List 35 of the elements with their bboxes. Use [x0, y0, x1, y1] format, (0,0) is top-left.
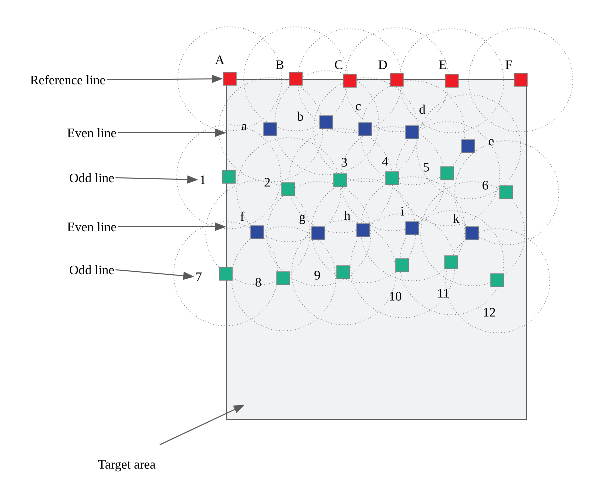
node-label: 12: [484, 308, 496, 317]
node-label: E: [439, 60, 446, 70]
line-label: Even line: [68, 128, 116, 138]
line-label: Odd line: [70, 265, 114, 275]
node-label: 9: [314, 271, 320, 280]
node-label: c: [356, 104, 361, 111]
node-label: 10: [390, 292, 402, 301]
node-label: g: [300, 214, 306, 224]
node-label: h: [344, 210, 351, 220]
node-label: e: [489, 139, 494, 146]
node-label: 8: [256, 278, 262, 287]
node-label: a: [242, 124, 248, 131]
line-label: Reference line: [30, 75, 106, 85]
target-area-box: [226, 80, 528, 420]
node-label: 5: [424, 163, 430, 172]
node-label: D: [378, 60, 388, 70]
node-label: 11: [438, 289, 449, 298]
node-label: b: [297, 112, 304, 122]
node-label: A: [215, 56, 225, 64]
node-label: 6: [482, 181, 488, 190]
line-label: Even line: [68, 222, 116, 232]
node-label: C: [335, 60, 343, 70]
node-label: B: [276, 60, 284, 70]
node-label: d: [420, 104, 426, 114]
node-label: k: [454, 214, 460, 223]
node-label: 3: [342, 158, 348, 167]
node-label: F: [506, 60, 512, 70]
node-label: f: [240, 212, 245, 222]
line-label: Odd line: [70, 173, 114, 183]
node-label: 1: [200, 176, 206, 184]
node-label: 2: [264, 178, 270, 187]
area-label: Target area: [98, 460, 156, 472]
node-label: 4: [382, 157, 389, 166]
node-label: i: [400, 207, 404, 216]
node-label: 7: [196, 272, 202, 282]
